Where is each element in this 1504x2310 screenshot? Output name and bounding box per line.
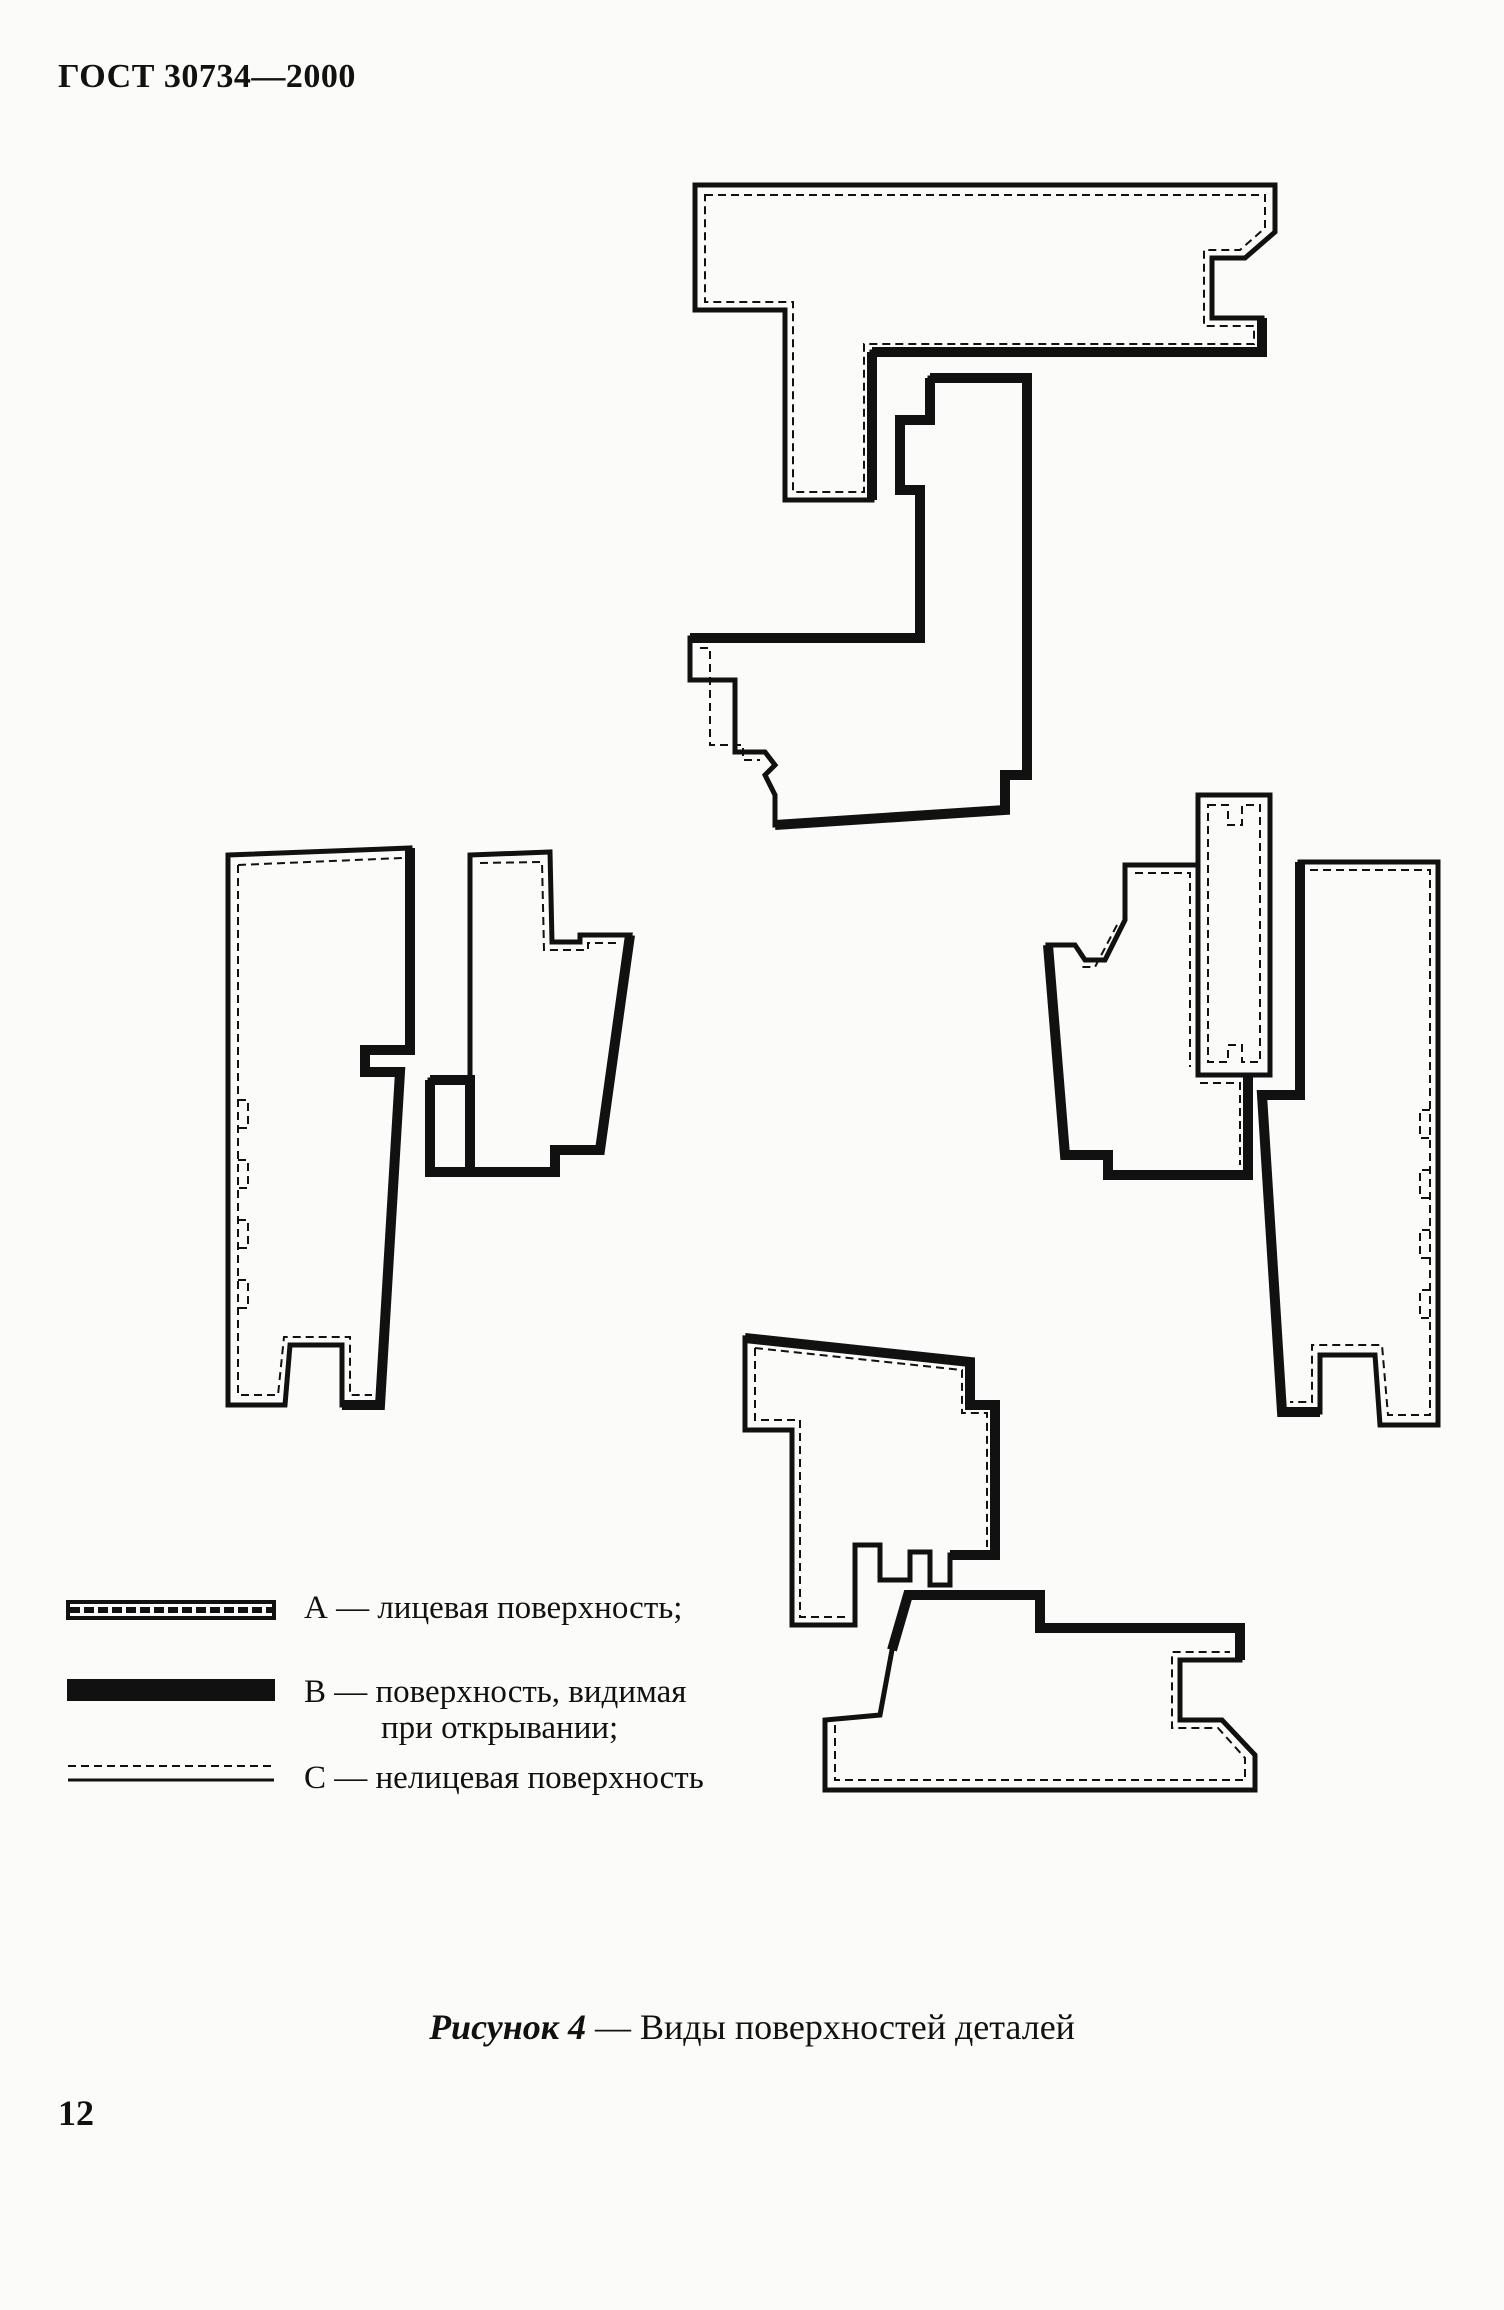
legend-sample-b [67, 1679, 275, 1701]
figure-label: Рисунок 4 [429, 2007, 587, 2047]
legend-label-b-continued: при открывании; [381, 1710, 619, 1746]
profile-bottom-frame [822, 1590, 1258, 1793]
legend-sample-c [68, 1765, 274, 1782]
page-number: 12 [58, 2093, 94, 2133]
profile-top-sash [687, 373, 1032, 830]
legend: А — лицевая поверхность; В — поверхность… [66, 1590, 766, 1820]
legend-item-b: В — поверхность, видимая при открывании; [66, 1674, 766, 1764]
profile-bottom-sash [742, 1333, 1000, 1628]
legend-item-a: А — лицевая поверхность; [66, 1590, 766, 1634]
profile-right-bead [1195, 792, 1273, 1078]
profile-left-frame [225, 845, 415, 1410]
profile-top-frame [692, 182, 1278, 503]
legend-sample-a [66, 1600, 276, 1620]
figure-title: — Виды поверхностей деталей [586, 2007, 1075, 2047]
legend-label-a: А — лицевая поверхность; [304, 1590, 683, 1626]
legend-label-c: С — нелицевая поверхность [304, 1760, 704, 1796]
figure-caption: Рисунок 4 — Виды поверхностей деталей [0, 2006, 1504, 2048]
legend-item-c: С — нелицевая поверхность [66, 1758, 766, 1808]
profile-left-sash [425, 849, 635, 1177]
profile-right-frame [1256, 859, 1441, 1428]
document-header: ГОСТ 30734—2000 [58, 58, 356, 95]
profile-right-sash [1043, 862, 1253, 1180]
legend-label-b: В — поверхность, видимая [304, 1674, 687, 1710]
profiles-figure: .heavy { fill: none; stroke: #111; strok… [225, 182, 1441, 1793]
